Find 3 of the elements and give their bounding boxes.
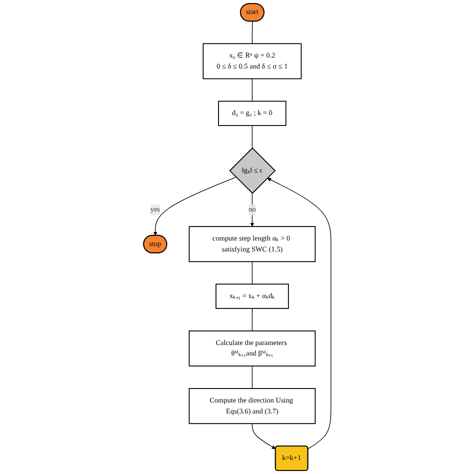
- arrow: [252, 423, 276, 450]
- arrow: [266, 178, 331, 450]
- arrow: [153, 176, 236, 236]
